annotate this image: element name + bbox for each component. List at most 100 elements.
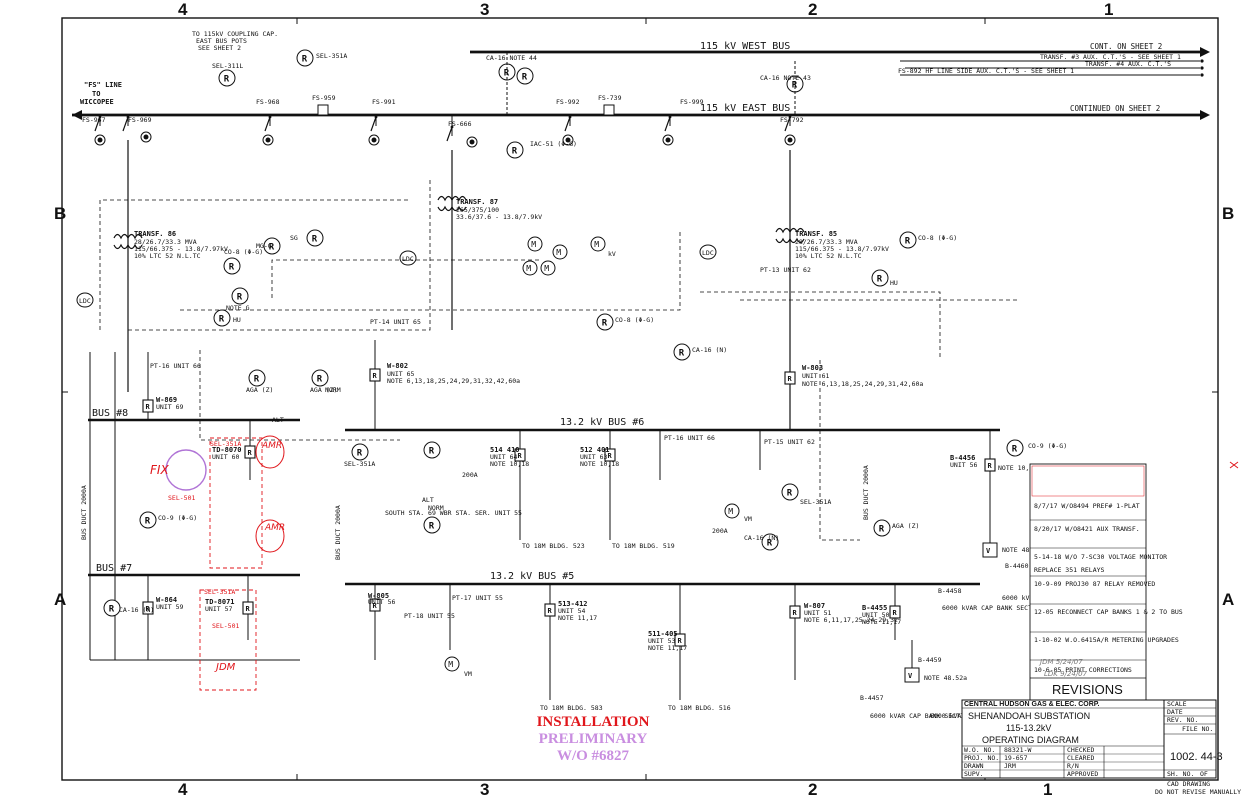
svg-text:UNIT 53: UNIT 53 — [648, 637, 675, 645]
svg-text:13.2 kV BUS #6: 13.2 kV BUS #6 — [560, 417, 644, 428]
svg-text:AGA (Z): AGA (Z) — [246, 386, 273, 394]
svg-text:TO 115kV COUPLING CAP.: TO 115kV COUPLING CAP. — [192, 30, 278, 38]
svg-text:TO 18M BLDG. 516: TO 18M BLDG. 516 — [668, 704, 731, 712]
svg-text:PT-16 UNIT 66: PT-16 UNIT 66 — [664, 434, 715, 442]
svg-text:W-864: W-864 — [156, 596, 177, 604]
svg-text:LDC: LDC — [702, 249, 714, 257]
svg-text:FS-969: FS-969 — [128, 116, 152, 124]
svg-text:UNIT 57: UNIT 57 — [205, 605, 232, 613]
svg-text:CA-16 (N): CA-16 (N) — [692, 346, 727, 354]
svg-text:10% LTC 52 N.L.TC: 10% LTC 52 N.L.TC — [134, 252, 201, 260]
svg-text:B-4459: B-4459 — [918, 656, 942, 664]
svg-text:VM: VM — [464, 670, 472, 678]
svg-text:AGA (Z): AGA (Z) — [892, 522, 919, 530]
svg-text:JDM: JDM — [214, 662, 236, 673]
svg-text:FS-967: FS-967 — [82, 116, 106, 124]
transformer-85: TRANSF. 85 28/26.7/33.3 MVA 115/66.375 -… — [775, 227, 889, 260]
svg-text:APPROVED: APPROVED — [1067, 770, 1098, 778]
svg-text:UNIT 50: UNIT 50 — [862, 611, 889, 619]
svg-text:OPERATING DIAGRAM: OPERATING DIAGRAM — [982, 735, 1079, 745]
svg-text:NOTE 10,18: NOTE 10,18 — [580, 460, 619, 468]
svg-text:"FS" LINE: "FS" LINE — [84, 81, 122, 89]
svg-text:B-4460: B-4460 — [1005, 562, 1029, 570]
svg-text:NORM: NORM — [428, 504, 444, 512]
svg-text:SG: SG — [290, 234, 298, 242]
svg-text:NOTE 10,18: NOTE 10,18 — [490, 460, 529, 468]
svg-text:LDC: LDC — [79, 297, 91, 305]
bus6-feeders: 514 410 UNIT 64 NOTE 10,18 TO 18M BLDG. … — [490, 430, 1037, 550]
feeder-w802: W-802 UNIT 65 NOTE 6,13,18,25,24,29,31,3… — [369, 318, 520, 430]
svg-text:NOTE 10,18: NOTE 10,18 — [998, 464, 1037, 472]
svg-text:CO-8 (Φ-G): CO-8 (Φ-G) — [918, 234, 957, 242]
svg-text:UNIT 69: UNIT 69 — [156, 403, 183, 411]
svg-text:kV: kV — [608, 250, 616, 258]
svg-text:SEL-351A: SEL-351A — [344, 460, 375, 468]
control-wiring — [99, 180, 1020, 541]
svg-text:CAD DRAWING: CAD DRAWING — [1167, 780, 1210, 788]
svg-text:NOTE 6,13,18,25,24,29,31,42,60: NOTE 6,13,18,25,24,29,31,42,60a — [802, 380, 923, 388]
svg-text:CONT. ON SHEET 2: CONT. ON SHEET 2 — [1090, 42, 1162, 51]
svg-text:BUS #8: BUS #8 — [92, 408, 128, 419]
svg-text:UNIT 54: UNIT 54 — [558, 607, 585, 615]
main-conductors — [127, 140, 791, 430]
svg-text:CA-16 NOTE 44: CA-16 NOTE 44 — [486, 54, 537, 62]
svg-text:115-13.2kV: 115-13.2kV — [1006, 723, 1051, 733]
svg-text:W/O #6827: W/O #6827 — [557, 748, 630, 764]
zone-left-b: B — [54, 204, 66, 223]
svg-text:TD-8071: TD-8071 — [205, 598, 235, 606]
svg-text:PROJ. NO.: PROJ. NO. — [964, 754, 999, 762]
svg-text:NOTE 11,17: NOTE 11,17 — [558, 614, 597, 622]
svg-text:115/66.375 - 13.8/7.97kV: 115/66.375 - 13.8/7.97kV — [795, 245, 889, 253]
svg-text:PT-14 UNIT 65: PT-14 UNIT 65 — [370, 318, 421, 326]
svg-text:W-807: W-807 — [804, 602, 825, 610]
transformer-87: TRANSF. 87 265/375/100 33.6/37.6 - 13.8/… — [437, 195, 542, 221]
svg-text:511-405: 511-405 — [648, 630, 678, 638]
svg-text:V: V — [908, 672, 913, 680]
svg-text:PT-16 UNIT 66: PT-16 UNIT 66 — [150, 362, 201, 370]
zone-right-a: A — [1222, 590, 1234, 609]
svg-text:HU: HU — [233, 316, 241, 324]
svg-text:JDM 5/24/07: JDM 5/24/07 — [1038, 658, 1083, 666]
svg-text:ALT: ALT — [422, 496, 434, 504]
alt-norm-switching: ALT NORM ALT NORM SOUTH STA. 69 WBR STA.… — [272, 386, 870, 560]
svg-text:ALT: ALT — [272, 416, 284, 424]
svg-text:NOTE 11,17: NOTE 11,17 — [862, 618, 901, 626]
svg-text:CO-9 (Φ-G): CO-9 (Φ-G) — [1028, 442, 1067, 450]
svg-text:10-9-09 PROJ30 87 RELAY REMOVE: 10-9-09 PROJ30 87 RELAY REMOVED — [1034, 580, 1155, 588]
svg-text:12-05 RECONNECT CAP BANKS 1 &: 12-05 RECONNECT CAP BANKS 1 & 2 TO BUS — [1034, 608, 1183, 616]
east-bus: 115 kV EAST BUS CONTINUED ON SHEET 2 — [72, 103, 1210, 120]
zone-top-1: 1 — [1104, 0, 1113, 19]
svg-text:28/26.7/33.3 MVA: 28/26.7/33.3 MVA — [134, 238, 197, 246]
svg-text:SH. NO.: SH. NO. — [1167, 770, 1194, 778]
svg-text:TO 18M BLDG. 523: TO 18M BLDG. 523 — [522, 542, 585, 550]
svg-text:TO: TO — [92, 90, 100, 98]
svg-text:CO-9 (Φ-G): CO-9 (Φ-G) — [158, 514, 197, 522]
svg-text:TD-8070: TD-8070 — [212, 446, 242, 454]
svg-text:UNIT 63: UNIT 63 — [580, 453, 607, 461]
svg-text:NORM: NORM — [325, 386, 341, 394]
svg-text:NOTE G: NOTE G — [226, 304, 250, 312]
top-switchgear: FS-967 FS-969 FS-968 FS-959 FS-991 FS-66… — [82, 94, 804, 148]
svg-text:W-869: W-869 — [156, 396, 177, 404]
zone-right-b: B — [1222, 204, 1234, 223]
bus-6: 13.2 kV BUS #6 — [345, 417, 1000, 432]
svg-text:REPLACE 351 RELAYS: REPLACE 351 RELAYS — [1034, 566, 1105, 574]
svg-text:19-657: 19-657 — [1004, 754, 1028, 762]
svg-text:OF: OF — [1200, 770, 1208, 778]
svg-text:BUS DUCT 2000A: BUS DUCT 2000A — [80, 485, 88, 540]
svg-text:1002. 44-3: 1002. 44-3 — [1170, 751, 1223, 763]
installation-stamp: INSTALLATION PRELIMINARY W/O #6827 — [537, 714, 650, 764]
west-bus: 115 kV WEST BUS CONT. ON SHEET 2 — [470, 41, 1210, 57]
svg-text:FS-666: FS-666 — [448, 120, 472, 128]
svg-text:1-10-02 W.O.6415A/R METERING U: 1-10-02 W.O.6415A/R METERING UPGRADES — [1034, 636, 1179, 644]
svg-text:JRM: JRM — [1004, 762, 1016, 770]
zone-bottom-2: 2 — [808, 780, 817, 796]
svg-text:FS-792: FS-792 — [780, 116, 804, 124]
transformer-relays: CO-8 (Φ-G) SG MG-G NOTE G HU IAC-51 (Φ-G… — [76, 140, 1067, 537]
svg-text:UNIT 65: UNIT 65 — [387, 370, 414, 378]
svg-text:BUS DUCT 2000A: BUS DUCT 2000A — [862, 465, 870, 520]
svg-text:V: V — [986, 547, 991, 555]
svg-text:INSTALLATION: INSTALLATION — [537, 714, 650, 730]
metering-cluster: kV VM VM — [444, 236, 752, 678]
svg-text:33.6/37.6 - 13.8/7.9kV: 33.6/37.6 - 13.8/7.9kV — [456, 213, 542, 221]
